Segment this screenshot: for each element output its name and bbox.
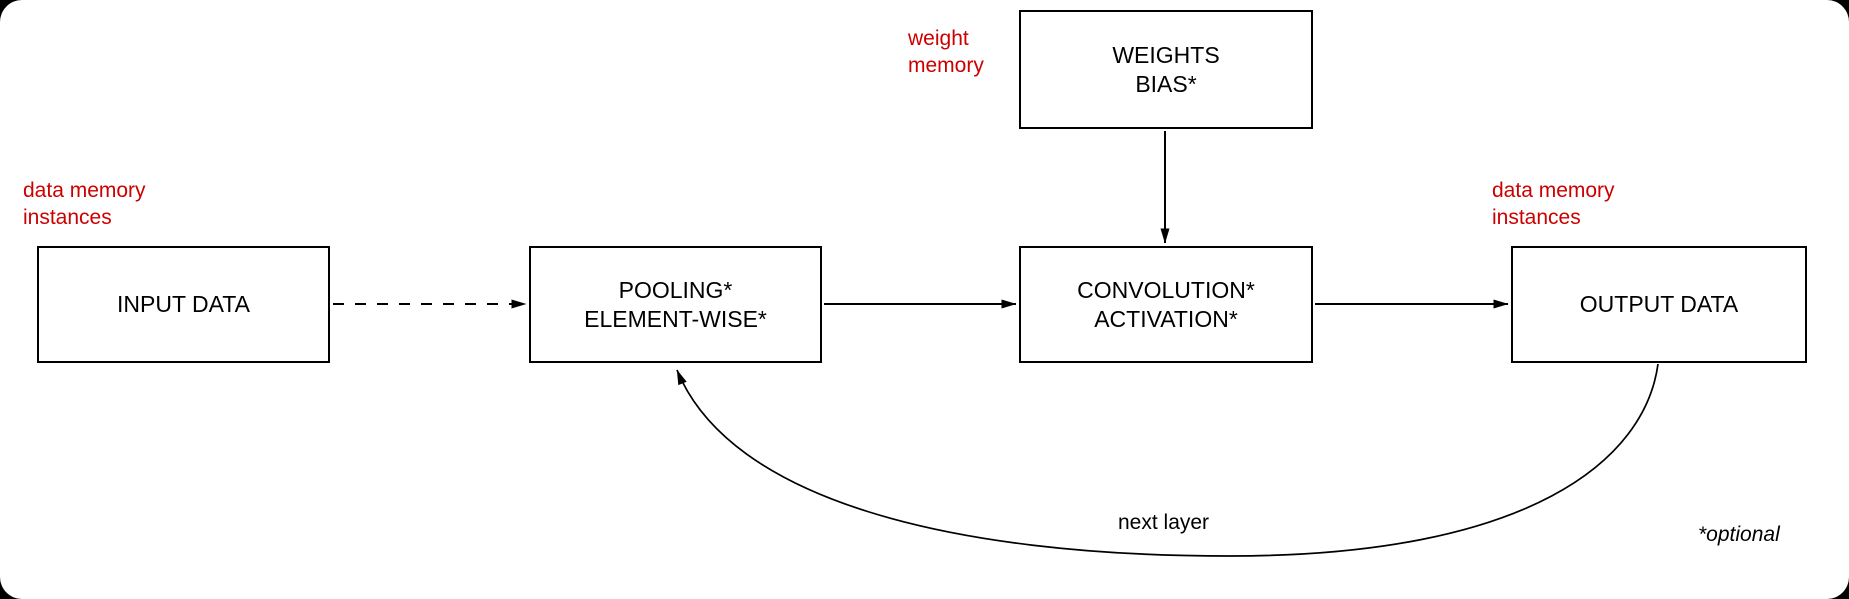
node-convolution-activation: CONVOLUTION* ACTIVATION* — [1019, 246, 1313, 363]
node-convolution-line1: CONVOLUTION* — [1077, 276, 1255, 303]
node-convolution-line2: ACTIVATION* — [1094, 305, 1238, 332]
node-weights-line2: BIAS* — [1135, 70, 1197, 97]
annotation-weight-memory-line1: weight — [908, 27, 969, 50]
annotation-data-memory-right-line2: instances — [1492, 206, 1581, 229]
node-output-data-label: OUTPUT DATA — [1579, 291, 1739, 317]
edge-output-to-pooling-next-layer — [676, 363, 1659, 557]
node-input-data-label: INPUT DATA — [117, 291, 250, 317]
annotation-weight-memory-line2: memory — [908, 54, 984, 77]
node-pooling-element-wise: POOLING* ELEMENT-WISE* — [529, 246, 822, 363]
node-input-data: INPUT DATA — [37, 246, 330, 363]
edge-label-next-layer: next layer — [1118, 511, 1210, 534]
node-weights-line1: WEIGHTS — [1112, 41, 1220, 68]
annotation-data-memory-right: data memory instances — [1492, 177, 1615, 231]
node-output-data: OUTPUT DATA — [1511, 246, 1807, 363]
footnote-optional: *optional — [1698, 523, 1780, 546]
annotation-weight-memory: weight memory — [908, 25, 984, 79]
node-pooling-line2: ELEMENT-WISE* — [584, 305, 767, 332]
annotation-data-memory-left-line2: instances — [23, 206, 112, 229]
node-weights-bias: WEIGHTS BIAS* — [1019, 10, 1313, 129]
annotation-data-memory-right-line1: data memory — [1492, 179, 1615, 202]
node-pooling-line1: POOLING* — [618, 276, 733, 303]
annotation-data-memory-left: data memory instances — [23, 177, 146, 231]
annotation-data-memory-left-line1: data memory — [23, 179, 146, 202]
